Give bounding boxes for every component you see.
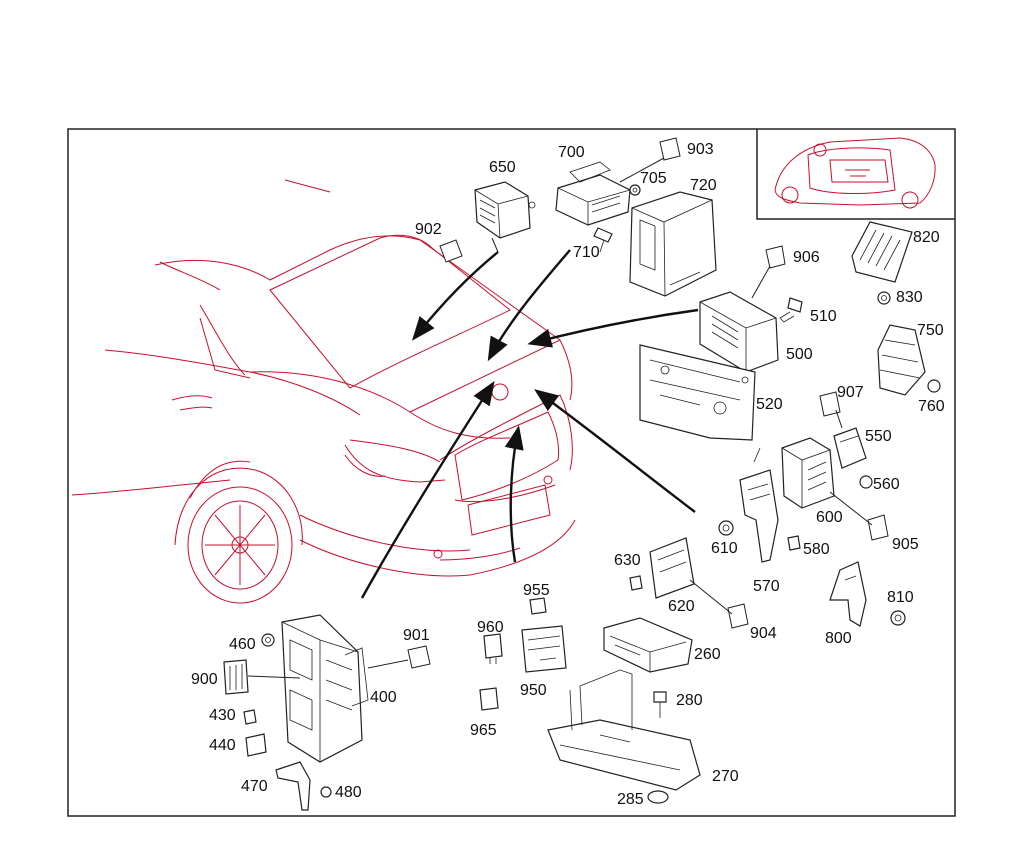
vehicle-outline xyxy=(71,179,576,604)
part-904-tag xyxy=(727,603,749,629)
part-285-clip xyxy=(647,790,669,804)
part-820-module xyxy=(851,221,913,283)
label-470: 470 xyxy=(241,778,268,795)
part-labels: 650 700 903 705 720 902 710 906 820 830 … xyxy=(191,141,945,808)
part-650-module xyxy=(474,181,536,253)
label-710: 710 xyxy=(573,244,600,261)
label-430: 430 xyxy=(209,707,236,724)
part-610-nut xyxy=(718,520,734,536)
label-904: 904 xyxy=(750,625,777,642)
part-260-unit xyxy=(603,617,693,673)
part-520-bracket xyxy=(639,344,756,441)
label-800: 800 xyxy=(825,630,852,647)
part-700-control-unit xyxy=(555,161,631,226)
label-550: 550 xyxy=(865,428,892,445)
label-705: 705 xyxy=(640,170,667,187)
part-800-bracket xyxy=(829,561,867,627)
vehicle-inset xyxy=(756,129,955,220)
label-750: 750 xyxy=(917,322,944,339)
part-950-fuse-box xyxy=(521,625,567,673)
label-480: 480 xyxy=(335,784,362,801)
label-630: 630 xyxy=(614,552,641,569)
label-600: 600 xyxy=(816,509,843,526)
part-900-connector xyxy=(223,659,301,695)
label-580: 580 xyxy=(803,541,830,558)
label-400: 400 xyxy=(370,689,397,706)
label-610: 610 xyxy=(711,540,738,557)
part-760-nut xyxy=(927,379,941,393)
label-901: 901 xyxy=(403,627,430,644)
label-500: 500 xyxy=(786,346,813,363)
part-560-nut xyxy=(859,475,873,489)
label-906: 906 xyxy=(793,249,820,266)
part-903-tag xyxy=(659,137,681,161)
part-460-nut xyxy=(261,633,275,647)
part-470-bracket xyxy=(275,761,311,811)
label-280: 280 xyxy=(676,692,703,709)
part-750-unit xyxy=(877,324,926,396)
label-720: 720 xyxy=(690,177,717,194)
label-260: 260 xyxy=(694,646,721,663)
diagram-frame xyxy=(67,128,956,817)
part-720-cover xyxy=(629,191,717,297)
label-965: 965 xyxy=(470,722,497,739)
part-830-nut xyxy=(877,291,891,305)
part-710-bolt xyxy=(593,227,613,253)
part-810-nut xyxy=(890,610,906,626)
label-830: 830 xyxy=(896,289,923,306)
part-905-tag xyxy=(867,514,889,541)
part-400-module xyxy=(281,614,369,763)
part-907-tag xyxy=(819,391,841,417)
label-960: 960 xyxy=(477,619,504,636)
part-430-clip xyxy=(243,709,257,725)
label-520: 520 xyxy=(756,396,783,413)
label-955: 955 xyxy=(523,582,550,599)
label-903: 903 xyxy=(687,141,714,158)
part-510-bolt xyxy=(779,297,803,323)
label-270: 270 xyxy=(712,768,739,785)
label-810: 810 xyxy=(887,589,914,606)
part-570-bracket xyxy=(739,447,779,563)
part-965-relay xyxy=(479,687,499,711)
label-510: 510 xyxy=(810,308,837,325)
label-900: 900 xyxy=(191,671,218,688)
label-460: 460 xyxy=(229,636,256,653)
label-950: 950 xyxy=(520,682,547,699)
part-955-fuse xyxy=(529,597,547,615)
part-906-tag xyxy=(765,245,786,269)
label-820: 820 xyxy=(913,229,940,246)
part-550-module xyxy=(833,427,867,469)
label-902: 902 xyxy=(415,221,442,238)
part-960-relay xyxy=(483,633,503,664)
part-902-tag xyxy=(439,239,463,263)
part-270-tray xyxy=(547,669,701,791)
part-600-control-unit xyxy=(781,437,835,509)
part-705-nut xyxy=(629,184,641,196)
label-620: 620 xyxy=(668,598,695,615)
part-280-bolt xyxy=(653,691,667,718)
label-700: 700 xyxy=(558,144,585,161)
part-901-tag xyxy=(407,645,431,669)
label-907: 907 xyxy=(837,384,864,401)
location-arrows xyxy=(360,249,699,599)
label-650: 650 xyxy=(489,159,516,176)
part-630-clip xyxy=(629,575,643,591)
part-580-clip xyxy=(787,535,801,551)
label-560: 560 xyxy=(873,476,900,493)
label-905: 905 xyxy=(892,536,919,553)
label-760: 760 xyxy=(918,398,945,415)
part-440-relay xyxy=(245,733,267,757)
label-440: 440 xyxy=(209,737,236,754)
part-620-module xyxy=(649,537,695,599)
part-480-nut xyxy=(320,786,332,798)
label-285: 285 xyxy=(617,791,644,808)
label-570: 570 xyxy=(753,578,780,595)
part-500-module xyxy=(699,291,779,373)
